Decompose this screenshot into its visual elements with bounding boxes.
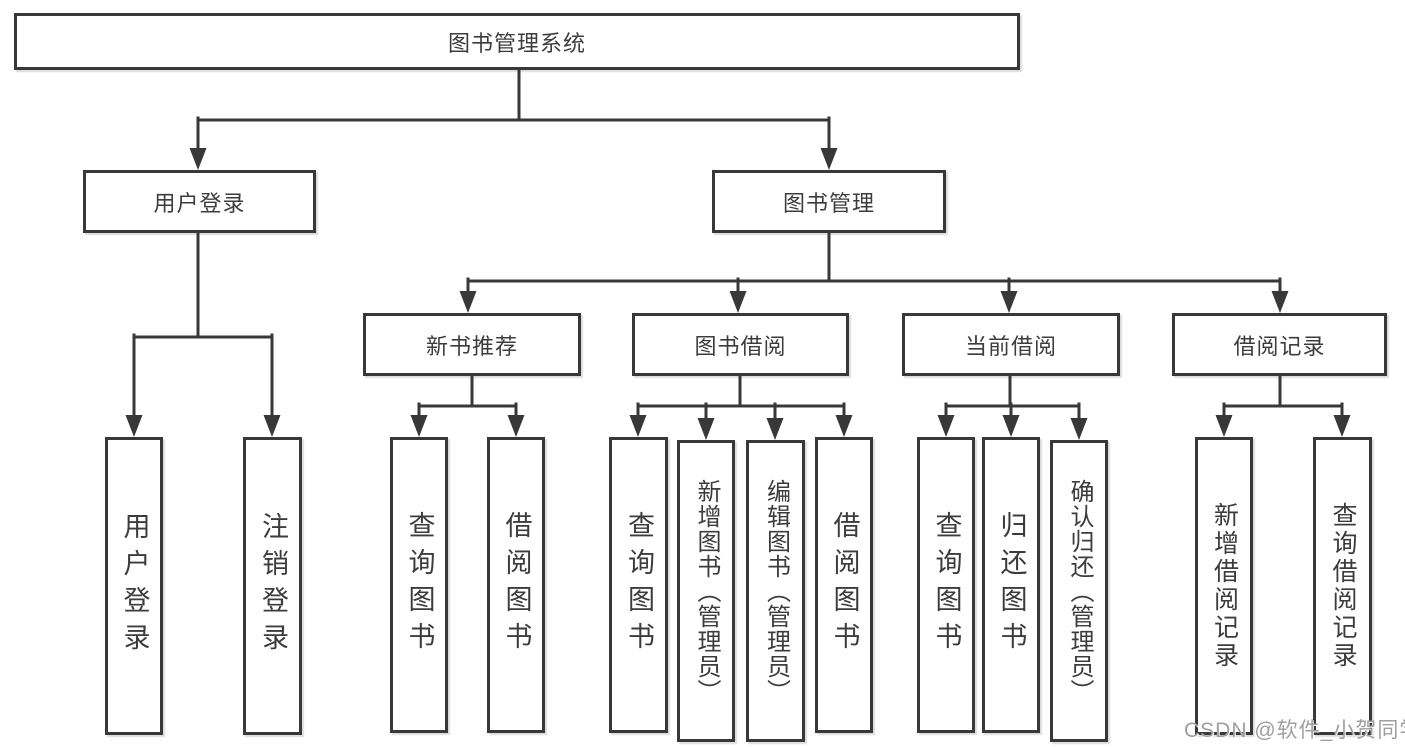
leaf-query-books-1: 查询图书 bbox=[390, 437, 448, 733]
arrowhead-down-icon bbox=[937, 415, 955, 437]
arrowhead-down-icon bbox=[1002, 415, 1020, 437]
leaf-edit-books-admin: 编辑图书（管理员） bbox=[746, 440, 805, 742]
leaf-query-books-2: 查询图书 bbox=[609, 437, 668, 733]
leaf-confirm-return-admin: 确认归还（管理员） bbox=[1050, 440, 1108, 742]
leaf-add-books-admin: 新增图书（管理员） bbox=[677, 440, 735, 742]
arrowhead-down-icon bbox=[729, 291, 747, 313]
arrowhead-down-icon bbox=[1271, 291, 1289, 313]
arrowhead-down-icon bbox=[410, 415, 428, 437]
leaf-borrow-books-2: 借阅图书 bbox=[815, 437, 873, 733]
node-current-borrowing: 当前借阅 bbox=[902, 313, 1120, 376]
node-new-book-recommendation: 新书推荐 bbox=[363, 313, 581, 376]
arrowhead-down-icon bbox=[820, 148, 838, 170]
leaf-borrow-books-1: 借阅图书 bbox=[487, 437, 545, 733]
arrowhead-down-icon bbox=[1000, 291, 1018, 313]
csdn-watermark: CSDN @软件_小贺同学 bbox=[1184, 719, 1405, 742]
node-library-management-system: 图书管理系统 bbox=[14, 13, 1020, 70]
node-book-management: 图书管理 bbox=[712, 170, 946, 233]
arrowhead-down-icon bbox=[1333, 415, 1351, 437]
node-borrowing-records: 借阅记录 bbox=[1172, 313, 1387, 376]
arrowhead-down-icon bbox=[697, 418, 715, 440]
arrowhead-down-icon bbox=[766, 418, 784, 440]
arrowhead-down-icon bbox=[125, 415, 143, 437]
arrowhead-down-icon bbox=[263, 415, 281, 437]
arrowhead-down-icon bbox=[189, 148, 207, 170]
arrowhead-down-icon bbox=[835, 415, 853, 437]
leaf-user-login: 用户登录 bbox=[105, 437, 163, 735]
arrowhead-down-icon bbox=[507, 415, 525, 437]
arrowhead-down-icon bbox=[629, 415, 647, 437]
arrowhead-down-icon bbox=[459, 291, 477, 313]
leaf-query-borrow-record: 查询借阅记录 bbox=[1313, 437, 1372, 735]
leaf-query-books-3: 查询图书 bbox=[917, 437, 975, 733]
node-user-login: 用户登录 bbox=[83, 170, 316, 233]
leaf-return-books: 归还图书 bbox=[982, 437, 1040, 733]
arrowhead-down-icon bbox=[1070, 418, 1088, 440]
node-book-borrowing: 图书借阅 bbox=[632, 313, 849, 376]
leaf-logout: 注销登录 bbox=[243, 437, 302, 735]
leaf-add-borrow-record: 新增借阅记录 bbox=[1195, 437, 1253, 735]
arrowhead-down-icon bbox=[1215, 415, 1233, 437]
